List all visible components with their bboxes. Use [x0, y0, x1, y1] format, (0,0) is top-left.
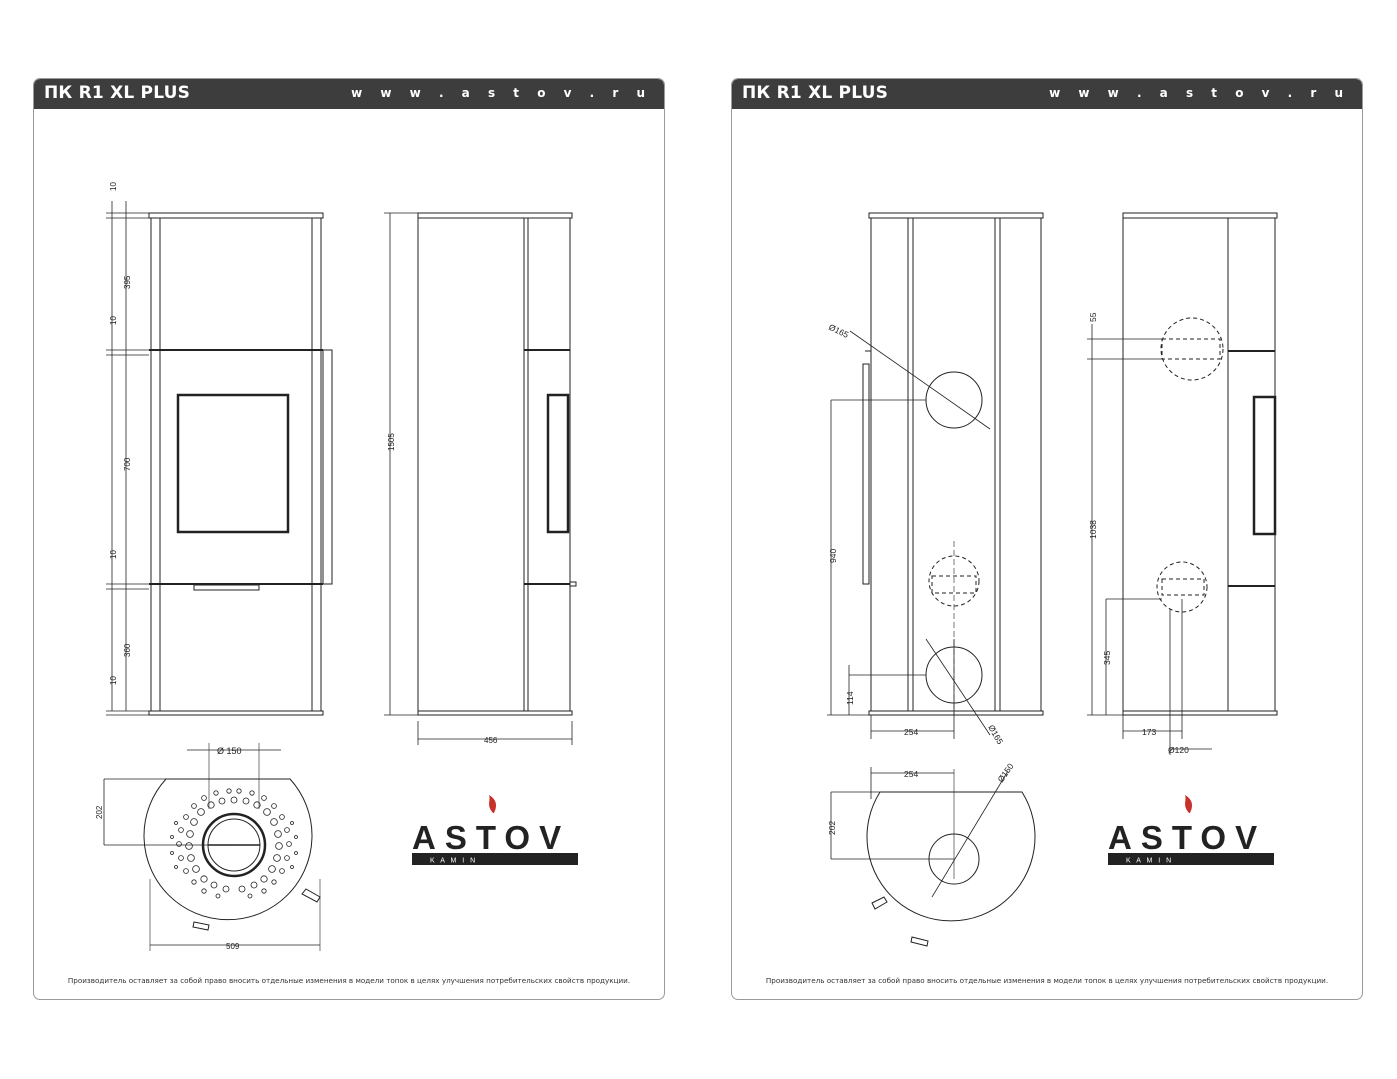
- dim-700: 700: [123, 457, 132, 471]
- dim-254-top: 254: [904, 769, 918, 779]
- dim-202: 202: [95, 805, 104, 819]
- dim-114: 114: [845, 691, 855, 705]
- dim-395: 395: [123, 275, 132, 289]
- air-holes: [170, 788, 298, 899]
- dim-10-bottom: 10: [109, 676, 118, 685]
- dim-509: 509: [226, 942, 240, 951]
- logo-subtitle: K A M I N: [430, 858, 477, 865]
- drawing-sheet-right: ПК R1 XL PLUS w w w . a s t o v . r u: [731, 78, 1363, 1000]
- dim-173: 173: [1142, 727, 1156, 737]
- side-view-right: [1122, 212, 1278, 716]
- rear-dimensions: [827, 330, 991, 739]
- website-link[interactable]: w w w . a s t o v . r u: [351, 86, 652, 100]
- sheet-header: ПК R1 XL PLUS w w w . a s t o v . r u: [34, 79, 664, 109]
- dim-flue-165-top: Ø165: [827, 322, 850, 340]
- dim-10-third: 10: [109, 550, 118, 559]
- rear-view: [862, 212, 1044, 716]
- dim-10-top: 10: [109, 182, 118, 191]
- dim-202: 202: [827, 821, 837, 835]
- dim-flue-150: Ø 150: [217, 746, 242, 756]
- top-view-right: [866, 769, 1036, 947]
- dim-345: 345: [1102, 651, 1112, 665]
- dim-1038: 1038: [1088, 520, 1098, 539]
- height-dimension-chain: [106, 201, 149, 716]
- sheet-title: ПК R1 XL PLUS: [44, 83, 191, 103]
- sheet-header: ПК R1 XL PLUS w w w . a s t o v . r u: [732, 79, 1362, 109]
- astov-logo: ASTOV K A M I N: [412, 795, 578, 865]
- dim-456: 456: [484, 736, 498, 745]
- dim-254-rear: 254: [904, 727, 918, 737]
- side-dimensions: [1087, 324, 1212, 755]
- dim-flue-120: Ø120: [1168, 745, 1189, 755]
- dim-940: 940: [828, 549, 838, 563]
- logo-brand: ASTOV: [412, 819, 570, 856]
- website-link[interactable]: w w w . a s t o v . r u: [1049, 86, 1350, 100]
- logo-subtitle: K A M I N: [1126, 858, 1173, 865]
- astov-logo: ASTOV K A M I N: [1108, 795, 1274, 865]
- dim-55: 55: [1088, 312, 1098, 322]
- footnote: Производитель оставляет за собой право в…: [765, 976, 1329, 985]
- logo-brand: ASTOV: [1108, 819, 1266, 856]
- front-view: [148, 212, 333, 716]
- technical-drawing-left: 10 395 10 700 10 360 10 1505 456 Ø 150 2…: [95, 182, 578, 951]
- drawing-sheet-left: ПК R1 XL PLUS w w w . a s t o v . r u: [33, 78, 665, 1000]
- side-view: [417, 212, 577, 716]
- dim-flue-165-bottom: Ø165: [986, 723, 1005, 746]
- dim-10-second: 10: [109, 316, 118, 325]
- technical-drawing-right: Ø165 940 114 254 Ø165 55 1038 345 173 Ø1…: [827, 212, 1278, 947]
- dim-360: 360: [123, 643, 132, 657]
- footnote: Производитель оставляет за собой право в…: [67, 976, 631, 985]
- sheet-title: ПК R1 XL PLUS: [742, 83, 889, 103]
- dim-1505: 1505: [387, 433, 396, 451]
- dim-flue-150: Ø150: [995, 761, 1015, 784]
